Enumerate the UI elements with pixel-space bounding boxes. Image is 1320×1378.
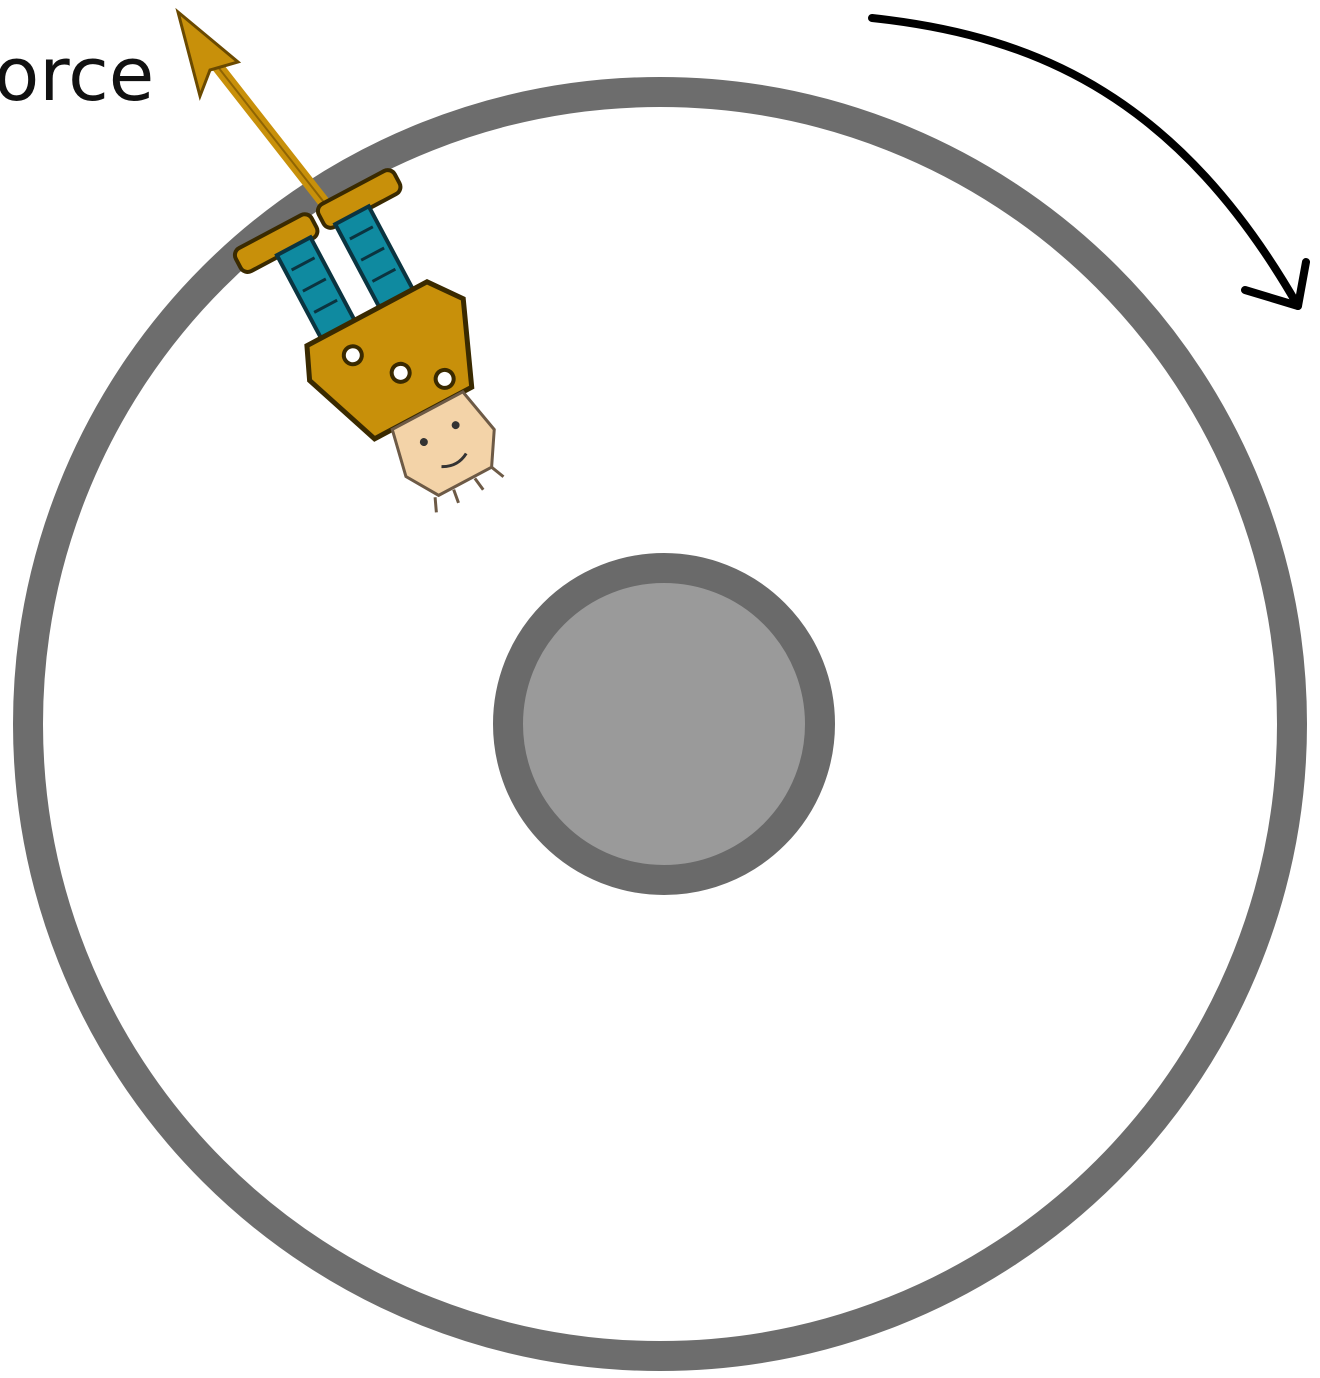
force-arrow-icon [178,12,330,210]
force-label: orce [0,32,154,118]
station-hub [508,568,820,880]
